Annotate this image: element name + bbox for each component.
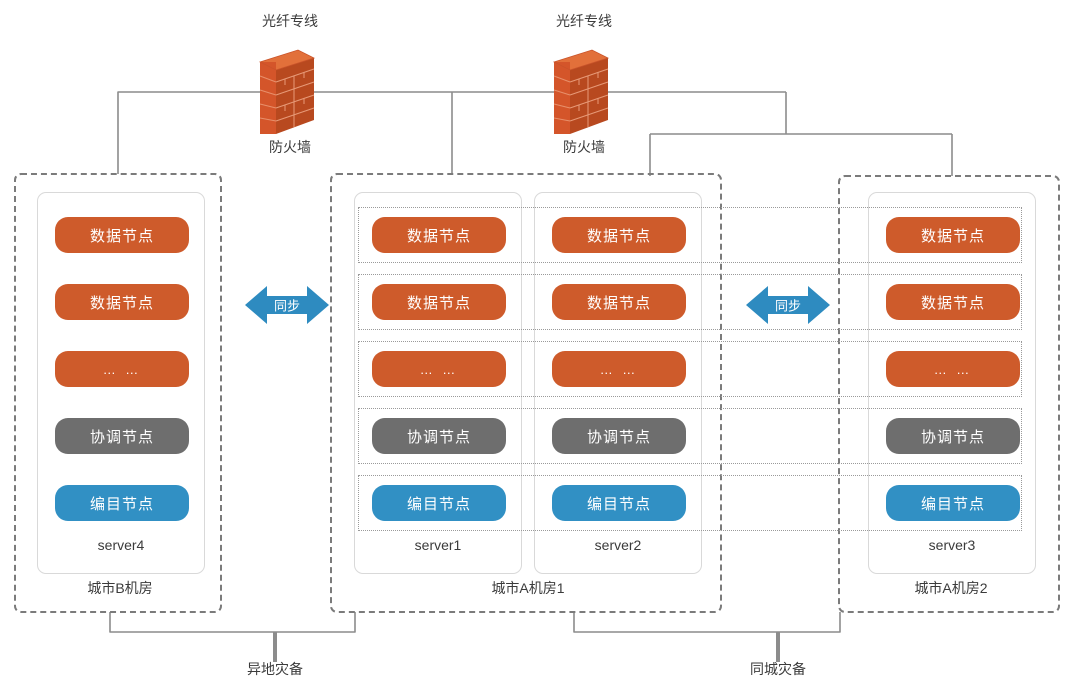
node-catalog[interactable]: 编目节点 bbox=[372, 485, 506, 521]
node-data[interactable]: 数据节点 bbox=[886, 217, 1020, 253]
wire-remote-dr bbox=[109, 612, 356, 633]
fiber-line-label-left: 光纤专线 bbox=[262, 13, 318, 29]
wire-local-dr bbox=[573, 612, 841, 633]
node-data[interactable]: 数据节点 bbox=[886, 284, 1020, 320]
sync-arrow-right[interactable]: 同步 bbox=[746, 282, 830, 328]
server-name: server1 bbox=[414, 537, 462, 553]
node-ellipsis[interactable]: … … bbox=[886, 351, 1020, 387]
node-coordinator[interactable]: 协调节点 bbox=[886, 418, 1020, 454]
node-ellipsis[interactable]: … … bbox=[372, 351, 506, 387]
node-coordinator[interactable]: 协调节点 bbox=[372, 418, 506, 454]
server-card-server3[interactable]: 数据节点 数据节点 … … 协调节点 编目节点 server3 bbox=[868, 192, 1036, 574]
site-city-b[interactable]: 数据节点 数据节点 … … 协调节点 编目节点 server4 城市B机房 bbox=[14, 173, 222, 613]
node-data[interactable]: 数据节点 bbox=[55, 284, 189, 320]
server-card-server4[interactable]: 数据节点 数据节点 … … 协调节点 编目节点 server4 bbox=[37, 192, 205, 574]
server-name: server2 bbox=[594, 537, 642, 553]
node-ellipsis[interactable]: … … bbox=[552, 351, 686, 387]
node-data[interactable]: 数据节点 bbox=[552, 284, 686, 320]
firewall-icon bbox=[258, 49, 316, 134]
site-label-city-a-2: 城市A机房2 bbox=[914, 580, 988, 596]
site-city-a-1[interactable]: 数据节点 数据节点 … … 协调节点 编目节点 server1 数据节点 数据节… bbox=[330, 173, 722, 613]
node-coordinator[interactable]: 协调节点 bbox=[552, 418, 686, 454]
firewall-label-right: 防火墙 bbox=[563, 139, 605, 155]
node-catalog[interactable]: 编目节点 bbox=[55, 485, 189, 521]
double-arrow-icon bbox=[245, 286, 329, 324]
server-name: server3 bbox=[928, 537, 976, 553]
node-coordinator[interactable]: 协调节点 bbox=[55, 418, 189, 454]
sync-arrow-left[interactable]: 同步 bbox=[245, 282, 329, 328]
footer-label-remote-dr: 异地灾备 bbox=[247, 661, 303, 677]
footer-label-local-dr: 同城灾备 bbox=[750, 661, 806, 677]
firewall-label-left: 防火墙 bbox=[269, 139, 311, 155]
node-data[interactable]: 数据节点 bbox=[55, 217, 189, 253]
firewall-icon bbox=[552, 49, 610, 134]
double-arrow-icon bbox=[746, 286, 830, 324]
site-label-city-a-1: 城市A机房1 bbox=[491, 580, 565, 596]
node-data[interactable]: 数据节点 bbox=[552, 217, 686, 253]
node-catalog[interactable]: 编目节点 bbox=[552, 485, 686, 521]
site-label-city-b: 城市B机房 bbox=[87, 580, 153, 596]
node-data[interactable]: 数据节点 bbox=[372, 284, 506, 320]
server-name: server4 bbox=[97, 537, 145, 553]
node-catalog[interactable]: 编目节点 bbox=[886, 485, 1020, 521]
site-city-a-2[interactable]: 数据节点 数据节点 … … 协调节点 编目节点 server3 城市A机房2 bbox=[838, 175, 1060, 613]
fiber-line-label-right: 光纤专线 bbox=[556, 13, 612, 29]
server-card-server2[interactable]: 数据节点 数据节点 … … 协调节点 编目节点 server2 bbox=[534, 192, 702, 574]
server-card-server1[interactable]: 数据节点 数据节点 … … 协调节点 编目节点 server1 bbox=[354, 192, 522, 574]
node-data[interactable]: 数据节点 bbox=[372, 217, 506, 253]
node-ellipsis[interactable]: … … bbox=[55, 351, 189, 387]
